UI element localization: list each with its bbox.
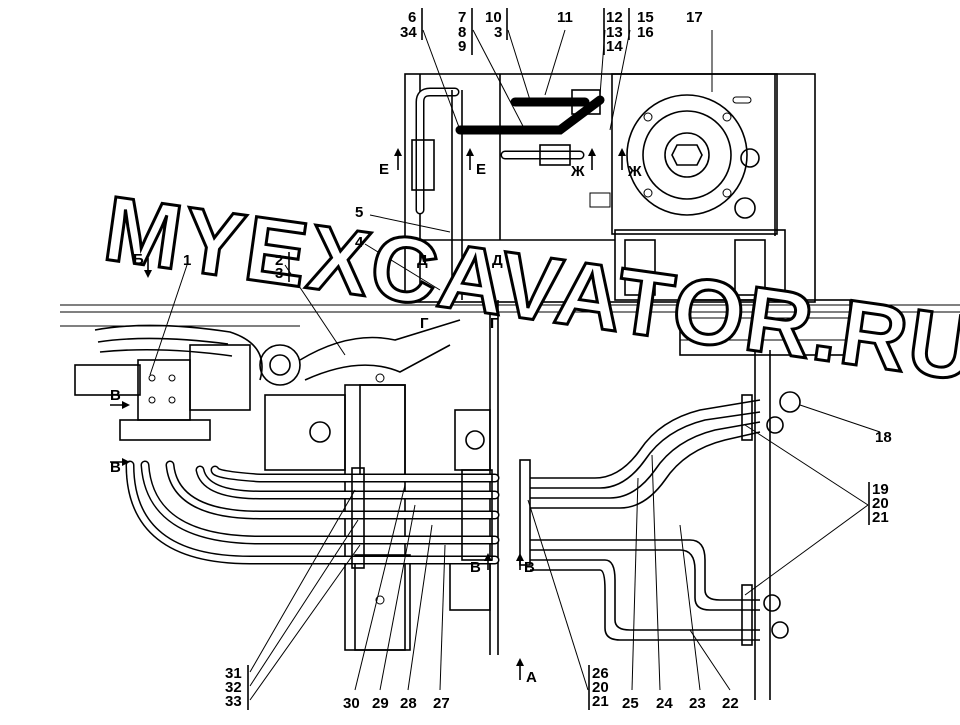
marker-Zh-left: Ж bbox=[570, 163, 585, 180]
view-markers: Е Е Ж Ж Д Д Г Г Б В В В В А bbox=[110, 161, 642, 686]
callout-12: 12 bbox=[606, 9, 623, 26]
callout-18: 18 bbox=[875, 429, 892, 446]
callout-31: 31 bbox=[225, 665, 242, 682]
callout-3a: 3 bbox=[494, 24, 502, 41]
callout-22: 22 bbox=[722, 695, 739, 712]
callout-33: 33 bbox=[225, 693, 242, 710]
pump-assembly bbox=[611, 73, 786, 301]
fitting-12 bbox=[571, 89, 601, 115]
callout-21b: 21 bbox=[592, 693, 609, 710]
callout-4: 4 bbox=[355, 234, 364, 251]
marker-E-right: Е bbox=[476, 161, 486, 178]
marker-E-left: Е bbox=[379, 161, 389, 178]
callout-23: 23 bbox=[689, 695, 706, 712]
marker-V-mid-right: В bbox=[524, 559, 535, 576]
callout-30: 30 bbox=[343, 695, 360, 712]
callout-25: 25 bbox=[622, 695, 639, 712]
marker-A: А bbox=[526, 669, 537, 686]
marker-V-mid-left: В bbox=[470, 559, 481, 576]
callout-19: 19 bbox=[872, 481, 889, 498]
callout-13: 13 bbox=[606, 24, 623, 41]
callout-20a: 20 bbox=[872, 495, 889, 512]
pump-housing bbox=[611, 73, 778, 235]
upper-frame-outline bbox=[404, 73, 816, 303]
marker-Zh-right: Ж bbox=[627, 163, 642, 180]
watermark-text: MYEXCAVATOR.RU bbox=[98, 178, 960, 401]
callout-24: 24 bbox=[656, 695, 673, 712]
callout-27: 27 bbox=[433, 695, 450, 712]
callout-29: 29 bbox=[372, 695, 389, 712]
callout-20b: 20 bbox=[592, 679, 609, 696]
callout-11: 11 bbox=[557, 9, 573, 26]
marker-D-right: Д bbox=[492, 252, 503, 269]
callout-bars bbox=[247, 8, 870, 710]
pipe-runs bbox=[530, 391, 801, 646]
control-valve-block bbox=[74, 324, 301, 441]
callout-7: 7 bbox=[458, 9, 466, 26]
callout-5: 5 bbox=[355, 204, 363, 221]
callout-14: 14 bbox=[606, 38, 623, 55]
callout-8: 8 bbox=[458, 24, 466, 41]
pump-flange bbox=[626, 94, 748, 216]
callout-34: 34 bbox=[400, 24, 417, 41]
callout-26: 26 bbox=[592, 665, 609, 682]
callout-3b: 3 bbox=[275, 265, 283, 282]
marker-V-lower: В bbox=[110, 459, 121, 476]
section-arrows bbox=[110, 148, 626, 680]
marker-G-left: Г bbox=[420, 315, 429, 332]
callout-1: 1 bbox=[183, 252, 191, 269]
callout-10: 10 bbox=[485, 9, 502, 26]
motor-body bbox=[264, 394, 346, 471]
callout-21a: 21 bbox=[872, 509, 889, 526]
marker-G-right: Г bbox=[490, 315, 499, 332]
hose-bundle bbox=[125, 319, 531, 569]
callout-15: 15 bbox=[637, 9, 654, 26]
callout-2: 2 bbox=[275, 252, 283, 269]
marker-V-upper: В bbox=[110, 387, 121, 404]
upper-hoses bbox=[411, 87, 611, 300]
callout-17: 17 bbox=[686, 9, 703, 26]
callout-16: 16 bbox=[637, 24, 654, 41]
marker-D-left: Д bbox=[417, 252, 428, 269]
callout-9: 9 bbox=[458, 38, 466, 55]
callout-28: 28 bbox=[400, 695, 417, 712]
callout-6: 6 bbox=[408, 9, 416, 26]
marker-B: Б bbox=[133, 251, 144, 268]
valve-body bbox=[137, 359, 191, 421]
callout-32: 32 bbox=[225, 679, 242, 696]
machine-frame bbox=[60, 73, 960, 700]
callouts: 6 34 7 8 9 10 3 11 12 13 14 15 16 17 5 4… bbox=[183, 9, 892, 712]
